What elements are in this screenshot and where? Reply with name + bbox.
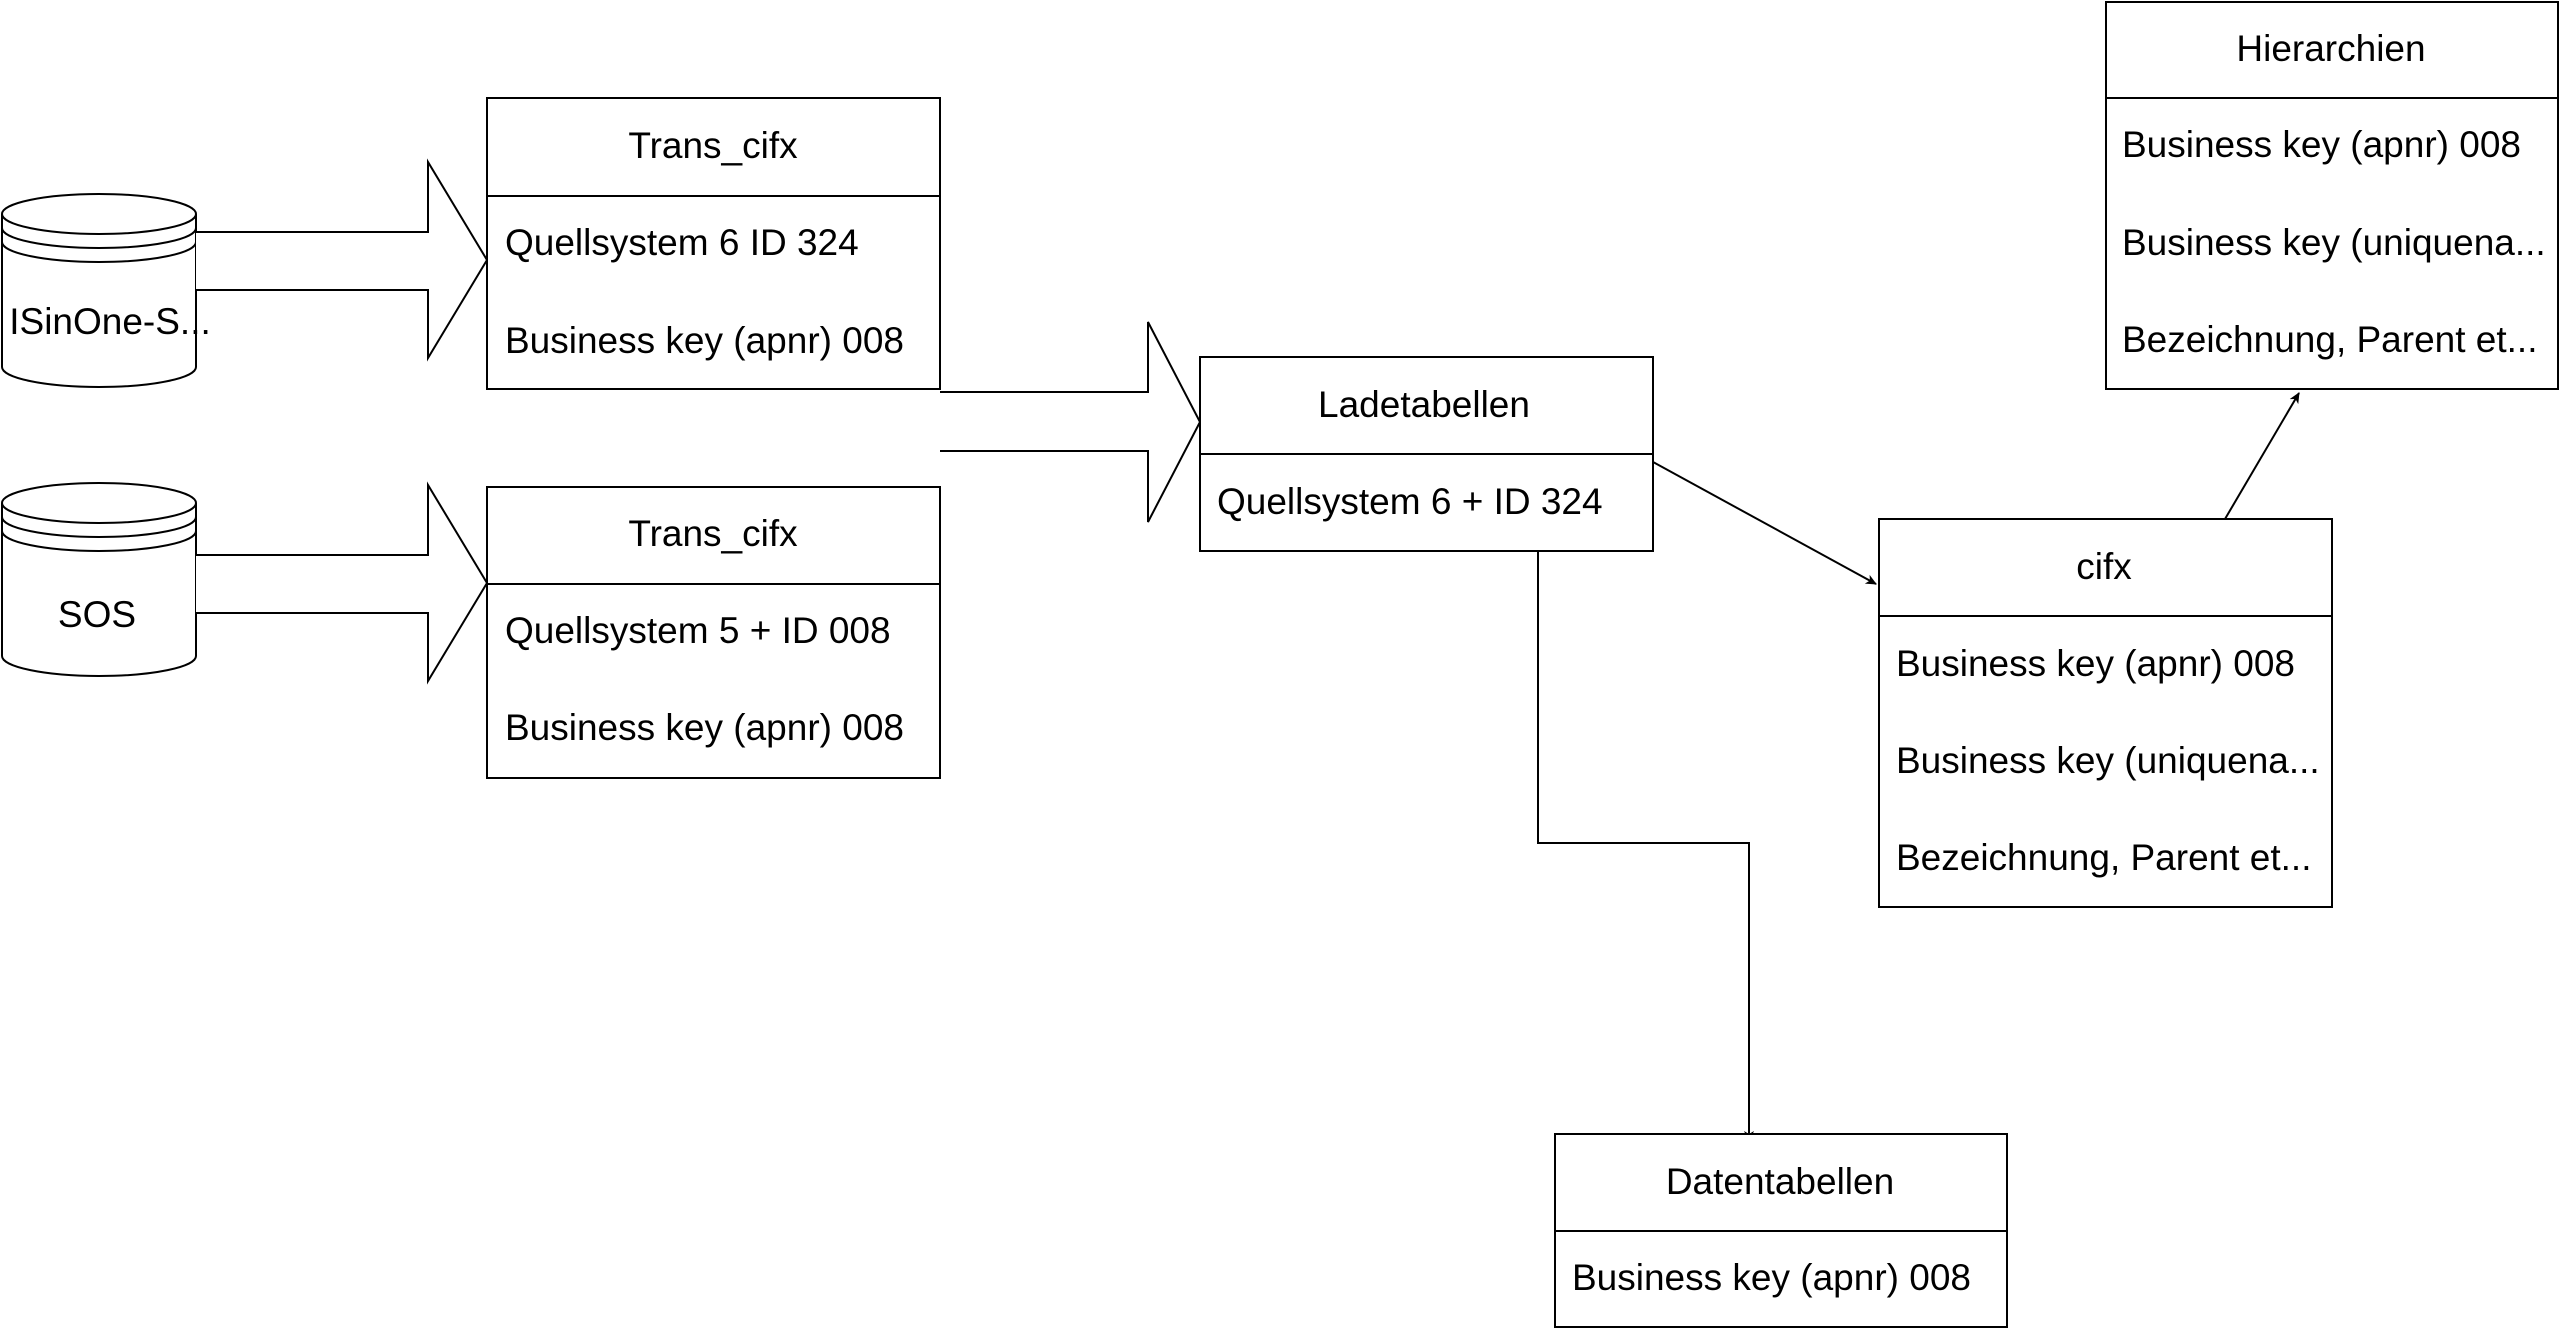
table-row: Business key (apnr) 008 [1572, 1257, 1971, 1298]
database-isinone-label: ISinOne-S... [9, 301, 211, 342]
flow-arrow-trans-cifx-to-ladetabellen [940, 321, 1202, 523]
table-row: Bezeichnung, Parent et... [1896, 837, 2312, 878]
table-row: Business key (apnr) 008 [2122, 124, 2521, 165]
table-datentabellen[interactable] [1554, 1133, 2008, 1328]
database-sos[interactable] [1, 482, 197, 677]
table-row: Quellsystem 6 ID 324 [505, 222, 859, 263]
table-trans-cifx-sos-title: Trans_cifx [628, 513, 798, 554]
edge-cifx-to-hierarchien [2224, 392, 2300, 520]
table-row: Business key (apnr) 008 [505, 707, 904, 748]
table-datentabellen-title: Datentabellen [1666, 1161, 1894, 1202]
table-cifx[interactable] [1878, 518, 2333, 908]
table-row: Business key (apnr) 008 [505, 320, 904, 361]
table-cifx-title: cifx [2076, 546, 2132, 587]
table-trans-cifx-isinone-title: Trans_cifx [628, 125, 798, 166]
table-row: Business key (apnr) 008 [1896, 643, 2295, 684]
table-hierarchien-title: Hierarchien [2236, 28, 2425, 69]
database-isinone[interactable] [1, 193, 197, 388]
table-trans-cifx-sos[interactable] [486, 486, 941, 779]
table-ladetabellen[interactable] [1199, 356, 1654, 552]
database-sos-label: SOS [58, 594, 136, 635]
table-row: Quellsystem 5 + ID 008 [505, 610, 891, 651]
edge-ladetabellen-to-cifx [1632, 450, 1877, 585]
table-hierarchien[interactable] [2105, 1, 2559, 390]
table-row: Bezeichnung, Parent et... [2122, 319, 2538, 360]
edge-ladetabellen-to-datentabellen [1537, 552, 1754, 1142]
flow-arrow-isinone-to-trans-cifx [196, 158, 489, 362]
table-row: Business key (uniquena... [2122, 222, 2546, 263]
table-row: Business key (uniquena... [1896, 740, 2320, 781]
table-ladetabellen-title: Ladetabellen [1318, 384, 1530, 425]
table-trans-cifx-isinone[interactable] [486, 97, 941, 390]
flow-arrow-sos-to-trans-cifx [196, 481, 489, 685]
table-row: Quellsystem 6 + ID 324 [1217, 481, 1603, 522]
